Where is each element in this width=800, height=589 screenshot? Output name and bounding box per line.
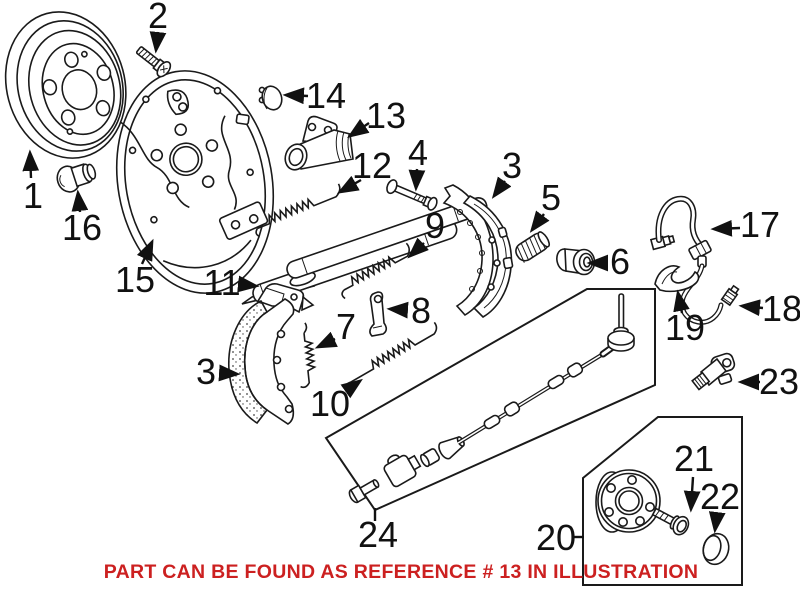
leader-7 <box>314 331 338 349</box>
callout-label-6: 6 <box>610 241 630 282</box>
footer-reference-note: PART CAN BE FOUND AS REFERENCE # 13 IN I… <box>104 561 699 583</box>
leader-9 <box>407 237 429 259</box>
leader-8 <box>386 301 409 319</box>
hub-box <box>582 416 743 586</box>
brake-hose <box>649 195 712 261</box>
callout-label-10: 10 <box>310 383 350 424</box>
callout-label-13: 13 <box>366 95 406 136</box>
brake-shoe-left <box>228 283 315 425</box>
callout-label-7: 7 <box>336 306 356 347</box>
callout-label-17: 17 <box>740 204 780 245</box>
callout-label-23: 23 <box>759 361 799 402</box>
callout-label-15: 15 <box>115 259 155 300</box>
callout-label-9: 9 <box>425 205 445 246</box>
leader-1 <box>22 149 40 179</box>
leader-17 <box>710 219 741 237</box>
bleeder-cap <box>258 85 283 111</box>
leader-11 <box>237 275 260 293</box>
callout-label-3: 3 <box>502 145 522 186</box>
callout-label-11: 11 <box>203 262 240 303</box>
leader-21 <box>683 476 701 513</box>
callout-label-16: 16 <box>62 207 102 248</box>
leader-12 <box>336 175 362 194</box>
callout-label-21: 21 <box>674 438 714 479</box>
callout-label-5: 5 <box>541 177 561 218</box>
cable-fitting <box>383 454 422 488</box>
leader-18 <box>738 299 764 317</box>
leader-19 <box>673 289 690 314</box>
cylinder-bushing <box>556 248 596 276</box>
leader-16 <box>71 189 89 213</box>
callout-label-24: 24 <box>358 514 398 555</box>
spring-clip <box>654 265 700 293</box>
leader-13 <box>347 118 370 139</box>
adjuster-lever <box>369 291 388 337</box>
hub-bolt <box>651 507 690 536</box>
leader-10 <box>340 378 363 399</box>
brake-drum <box>4 11 127 159</box>
callout-label-2: 2 <box>148 0 168 36</box>
cable-bolt <box>348 478 380 504</box>
callout-label-4: 4 <box>408 132 428 173</box>
abs-sensor <box>691 352 736 391</box>
leader-14 <box>282 87 309 105</box>
leader-4 <box>408 168 426 192</box>
callout-label-14: 14 <box>306 75 346 116</box>
wheel-hub <box>595 469 661 533</box>
hub-bushing <box>56 163 97 193</box>
adjuster-strut <box>241 196 488 305</box>
dust-cap <box>702 532 730 566</box>
wheel-cylinder <box>284 115 354 171</box>
leader-2 <box>149 31 167 54</box>
spring-sleeve <box>515 231 551 263</box>
callout-label-18: 18 <box>762 288 800 329</box>
leader-3 <box>491 176 512 199</box>
hold-down-pin <box>386 179 438 211</box>
leader-5 <box>529 210 550 233</box>
brake-shoe-pair <box>442 184 514 318</box>
callout-label-22: 22 <box>700 476 740 517</box>
callout-label-19: 19 <box>665 307 705 348</box>
leader-22 <box>708 511 726 534</box>
parking-cable-box <box>324 288 656 512</box>
leader-3 <box>218 364 241 382</box>
backing-plate <box>115 70 275 294</box>
callout-label-20: 20 <box>536 517 576 558</box>
callout-label-12: 12 <box>352 145 392 186</box>
leader-15 <box>136 238 154 265</box>
callout-label-3: 3 <box>196 351 216 392</box>
drum-screw <box>135 46 172 78</box>
hold-down-spring <box>300 322 317 389</box>
callout-label-1: 1 <box>23 175 43 216</box>
callout-label-8: 8 <box>411 290 431 331</box>
